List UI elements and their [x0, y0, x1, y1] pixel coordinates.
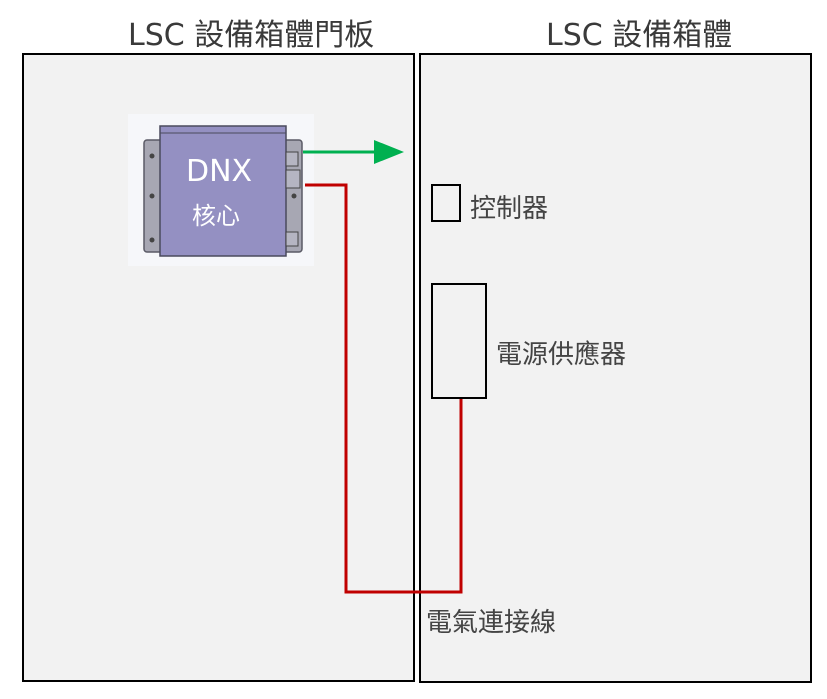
power-supply-box: [431, 283, 487, 399]
screw-icon: [149, 193, 155, 199]
controller-label: 控制器: [470, 194, 549, 224]
dnx-device-graphic: [143, 125, 303, 257]
device-body: [159, 125, 287, 257]
screw-icon: [291, 193, 297, 199]
device-label-line2: 核心: [192, 202, 240, 230]
door-panel-title: LSC 設備箱體門板: [128, 18, 375, 53]
device-label-line1: DNX: [186, 154, 253, 189]
connector-icon: [285, 169, 301, 189]
controller-box: [431, 184, 461, 222]
connector-icon: [285, 151, 299, 167]
power-supply-label: 電源供應器: [496, 340, 627, 370]
enclosure-title: LSC 設備箱體: [546, 18, 733, 53]
connector-icon: [285, 231, 299, 247]
cable-label: 電氣連接線: [426, 608, 557, 638]
dnx-core-device: DNX 核心: [128, 114, 314, 266]
screw-icon: [149, 153, 155, 159]
enclosure-panel: [419, 53, 812, 683]
screw-icon: [149, 237, 155, 243]
